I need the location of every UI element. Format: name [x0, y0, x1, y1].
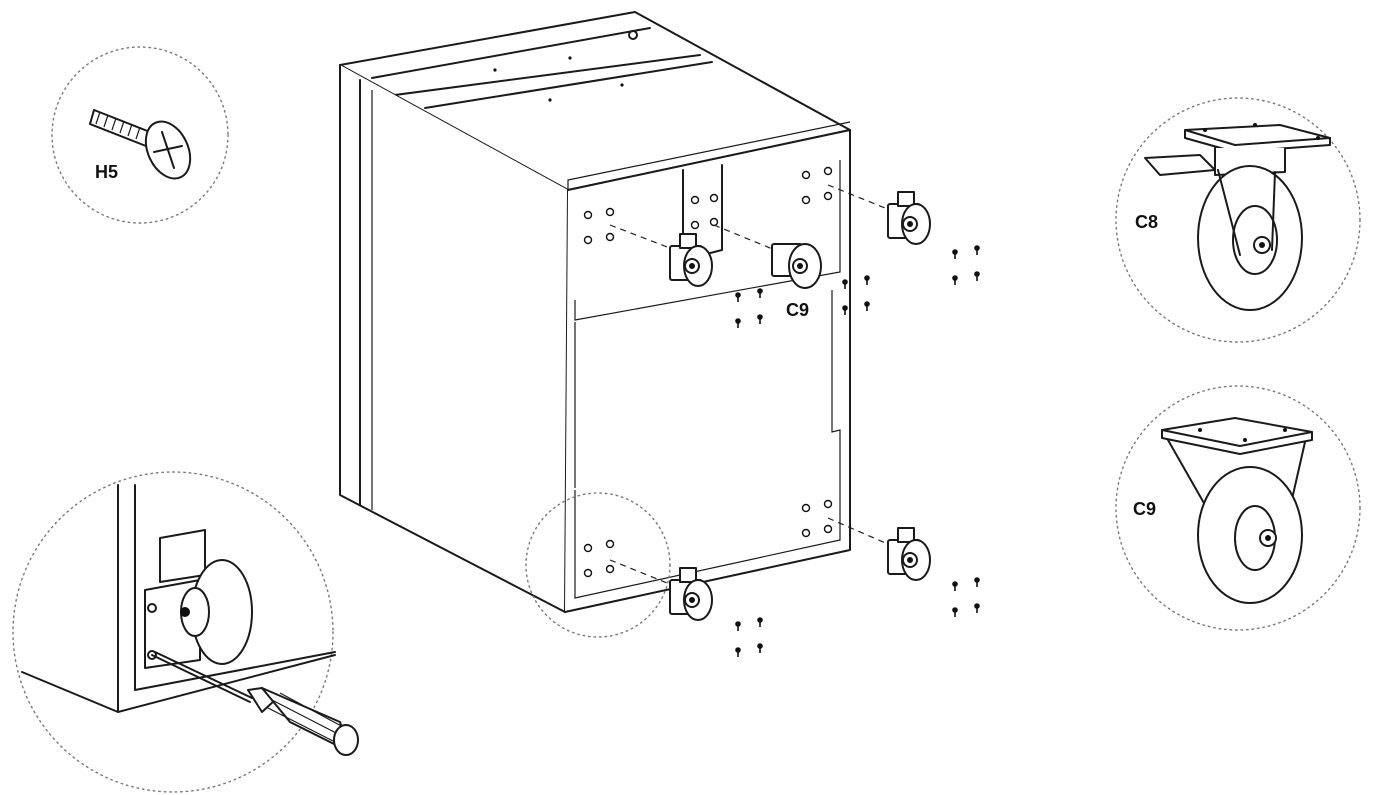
fixed-caster-callout: C9: [1115, 385, 1361, 631]
fixed-caster-icon: [1161, 417, 1313, 604]
fixed-caster-label: C9: [1133, 499, 1156, 519]
screwdriver-detail-callout: [12, 471, 359, 793]
cabinet-corner-detail: [21, 484, 336, 713]
flat-head-screw-icon: [89, 109, 192, 180]
caster-bottom-right: [887, 527, 931, 581]
alignment-lines: [609, 184, 891, 586]
caster-closeup-icon: [144, 529, 253, 669]
screwdriver-icon: [151, 651, 359, 756]
caster-top-middle: [771, 243, 822, 289]
screw-set-e: [952, 577, 980, 617]
mounted-caster-label: C9: [786, 300, 809, 320]
caster-top-right: [887, 191, 931, 245]
cabinet-upside-down: [339, 11, 851, 638]
screw-set-d: [735, 617, 763, 657]
swivel-caster-callout: C8: [1115, 97, 1361, 343]
screw-detail-callout: H5: [51, 46, 229, 224]
screw-label: H5: [95, 162, 118, 182]
swivel-caster-label: C8: [1135, 212, 1158, 232]
screw-set-c: [952, 245, 980, 285]
swivel-brake-caster-icon: [1144, 123, 1331, 311]
detail-highlight-ring: [525, 492, 671, 638]
